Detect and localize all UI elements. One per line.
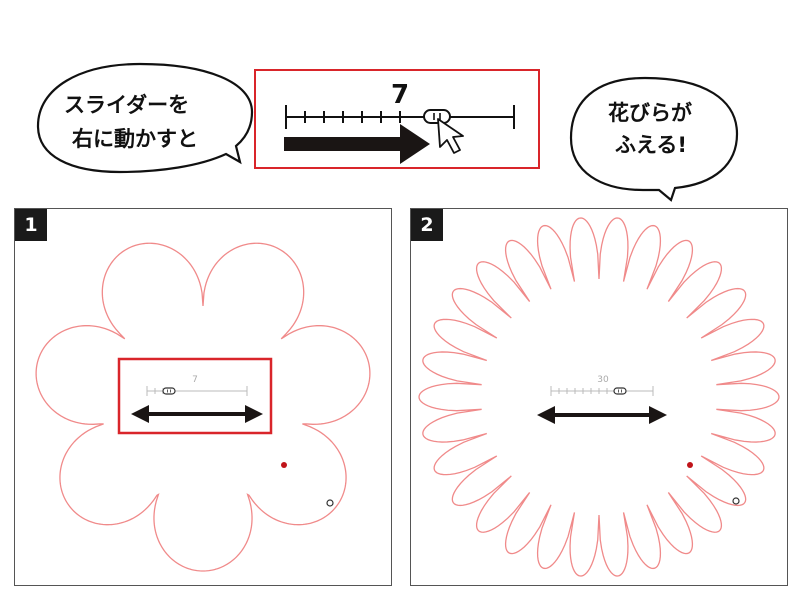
demo-slider-highlight-box — [254, 69, 540, 169]
callout-right-line2: ふえる! — [615, 133, 687, 157]
callout-right-line1: 花びらが — [608, 101, 692, 125]
pointer-marker — [326, 499, 334, 507]
demo-slider[interactable] — [254, 69, 540, 169]
panel1-slider-handle[interactable] — [162, 387, 176, 395]
panel1-slider-highlight-box — [117, 357, 273, 435]
flower-canvas-1 — [35, 242, 371, 572]
callout-left-line2: 右に動かすと — [72, 127, 198, 151]
demo-slider-ticks — [285, 105, 515, 129]
flower-canvas-2 — [418, 217, 780, 577]
speech-bubble-left — [36, 62, 254, 174]
panel1-slider[interactable] — [146, 386, 248, 396]
double-arrow-icon — [131, 405, 263, 423]
callout-left-line1: スライダーを — [64, 93, 190, 117]
demo-slider-handle[interactable] — [423, 109, 451, 124]
flower-outline — [418, 217, 780, 577]
panel2-slider[interactable] — [550, 386, 654, 396]
panel1-slider-value: 7 — [192, 375, 198, 385]
center-point-dot — [281, 462, 287, 468]
example-panel-2: 30 2 — [410, 208, 788, 586]
example-panel-1: 7 1 — [14, 208, 392, 586]
mouse-cursor-icon — [437, 118, 464, 154]
double-arrow-icon — [537, 406, 667, 424]
speech-bubble-right — [569, 76, 739, 202]
panel2-slider-handle[interactable] — [613, 387, 627, 395]
panel-number-badge: 1 — [15, 209, 47, 241]
center-point-dot — [687, 462, 693, 468]
demo-slider-value: 7 — [390, 80, 410, 110]
panel-number-badge: 2 — [411, 209, 443, 241]
arrow-right-icon — [284, 124, 430, 164]
flower-outline — [35, 242, 371, 572]
pointer-marker — [732, 497, 740, 505]
panel2-slider-value: 30 — [597, 375, 609, 385]
